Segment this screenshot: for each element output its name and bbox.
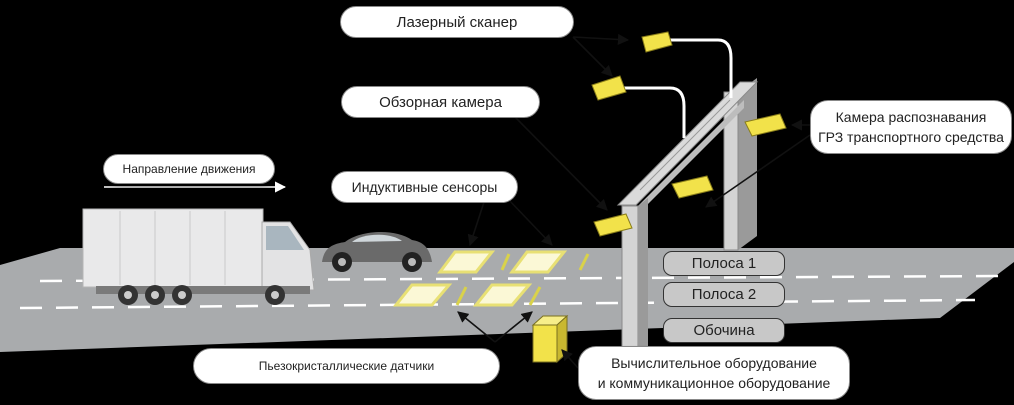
computing-label-line1: Вычислительное оборудование	[611, 355, 817, 371]
piezo-strips	[455, 253, 590, 306]
direction-label: Направление движения	[103, 154, 275, 184]
inductive-sensors-label: Индуктивные сенсоры	[331, 171, 518, 203]
truck	[82, 208, 315, 305]
laser-scanner-device	[641, 31, 673, 53]
lane-1-label: Полоса 1	[663, 251, 785, 276]
piezo-sensors-label: Пьезокристаллические датчики	[193, 348, 500, 384]
computing-equipment-label: Вычислительное оборудование и коммуникац…	[578, 346, 850, 400]
camera-device-mid	[671, 175, 714, 199]
gantry	[616, 78, 759, 357]
computing-label-line2: и коммуникационное оборудование	[597, 375, 831, 391]
plate-camera-label: Камера распознавания ГРЗ транспортного с…	[810, 100, 1012, 154]
plate-camera-device	[744, 113, 787, 137]
overview-camera-device	[593, 213, 633, 237]
plate-camera-label-line1: Камера распознавания	[835, 109, 987, 125]
shoulder-label: Обочина	[663, 318, 785, 343]
car	[322, 231, 432, 272]
plate-camera-label-line2: ГРЗ транспортного средства	[818, 129, 1004, 145]
overview-camera-label: Обзорная камера	[341, 86, 540, 118]
overview-camera-device-top	[591, 75, 627, 101]
camera-poles	[620, 38, 733, 138]
equipment-cabinet	[531, 314, 569, 364]
leader-lines	[457, 33, 811, 369]
lane-2-label: Полоса 2	[663, 282, 785, 307]
laser-scanner-label: Лазерный сканер	[340, 6, 574, 38]
inductive-sensor-pads	[392, 250, 568, 307]
